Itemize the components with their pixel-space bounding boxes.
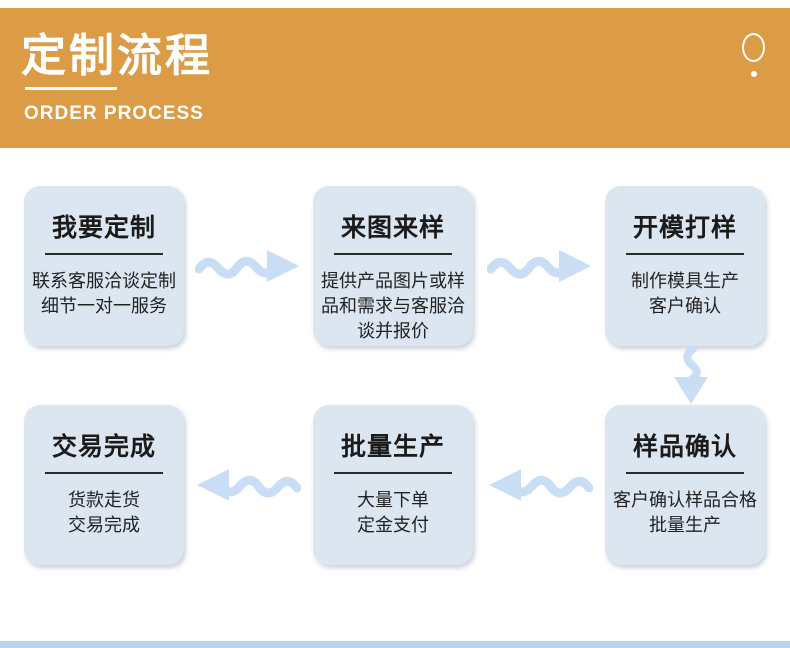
step-card-mass-production: 批量生产 大量下单 定金支付 (313, 405, 473, 565)
wavy-arrow-left-icon (489, 469, 593, 501)
step-description: 客户确认样品合格 批量生产 (613, 490, 757, 535)
step-title: 我要定制 (51, 214, 156, 242)
circle-dot-icon (742, 33, 765, 62)
step-title: 样品确认 (632, 433, 737, 461)
step-card-send-sample: 来图来样 提供产品图片或样 品和需求与客服洽 谈并报价 (313, 186, 473, 346)
step-title-underline (45, 472, 163, 474)
step-title: 来图来样 (340, 214, 445, 242)
step-description: 货款走货 交易完成 (68, 490, 140, 535)
wavy-arrow-right-icon (487, 250, 591, 282)
step-description: 制作模具生产 客户确认 (631, 271, 739, 316)
step-title-underline (626, 253, 744, 255)
step-title-underline (334, 253, 452, 255)
step-card-deal-complete: 交易完成 货款走货 交易完成 (24, 405, 184, 565)
step-description: 联系客服洽谈定制 细节一对一服务 (32, 271, 176, 316)
circle-dot-icon-dot (751, 71, 757, 77)
wavy-arrow-down-icon (674, 346, 708, 404)
step-title: 批量生产 (340, 433, 445, 461)
section-header: 定制流程 ORDER PROCESS (0, 8, 790, 148)
step-title-underline (334, 472, 452, 474)
step-title-underline (45, 253, 163, 255)
section-subtitle: ORDER PROCESS (24, 103, 204, 124)
wavy-arrow-left-icon (197, 469, 301, 501)
step-card-mold-proofing: 开模打样 制作模具生产 客户确认 (605, 186, 765, 346)
step-title: 交易完成 (51, 433, 156, 461)
step-description: 大量下单 定金支付 (357, 490, 429, 535)
step-card-sample-confirm: 样品确认 客户确认样品合格 批量生产 (605, 405, 765, 565)
footer-accent-bar (0, 641, 790, 648)
step-description: 提供产品图片或样 品和需求与客服洽 谈并报价 (321, 271, 465, 341)
step-title: 开模打样 (632, 214, 737, 242)
section-title: 定制流程 (21, 30, 214, 81)
title-underline (25, 87, 117, 90)
wavy-arrow-right-icon (195, 250, 299, 282)
step-card-custom-request: 我要定制 联系客服洽谈定制 细节一对一服务 (24, 186, 184, 346)
step-title-underline (626, 472, 744, 474)
